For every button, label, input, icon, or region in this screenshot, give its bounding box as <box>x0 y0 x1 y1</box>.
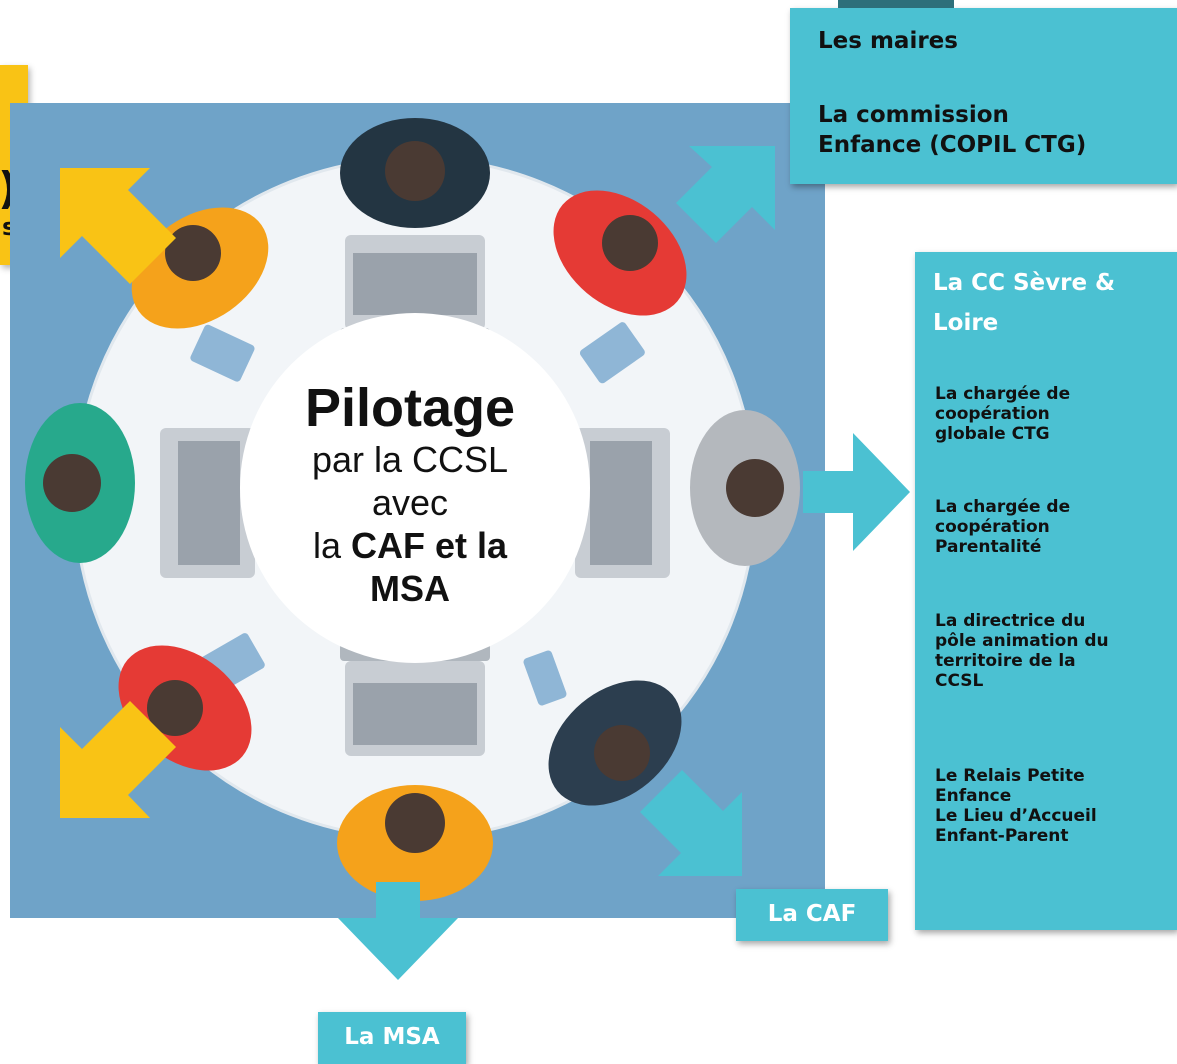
person-bottom <box>337 785 493 901</box>
msa-box: La MSA <box>318 1012 466 1064</box>
center-text: Pilotage par la CCSL avec la CAF et la M… <box>240 378 580 610</box>
right-item-4: Le Relais Petite Enfance Le Lieu d’Accue… <box>935 766 1097 846</box>
center-line-2: avec <box>371 482 449 523</box>
arrow-teal-bottom <box>338 882 458 980</box>
laptop-left <box>160 428 255 578</box>
right-panel: La CC Sèvre & Loire La chargée de coopér… <box>915 252 1177 930</box>
right-panel-title-2: Loire <box>933 310 999 336</box>
center-circle <box>240 313 590 663</box>
top-box-line-3: Enfance (COPIL CTG) <box>818 132 1087 158</box>
pilotage-title: Pilotage <box>304 378 516 438</box>
top-box-tab <box>838 0 954 8</box>
person-left <box>25 403 135 563</box>
person-top-right <box>553 190 687 316</box>
tablet-top-left <box>190 324 255 382</box>
person-right <box>690 410 800 566</box>
right-item-2: La chargée de coopération Parentalité <box>935 497 1071 557</box>
right-item-3: La directrice du pôle animation du terri… <box>935 611 1109 691</box>
arrow-teal-bottom-right <box>640 770 742 876</box>
top-right-box: Les maires La commission Enfance (COPIL … <box>790 8 1177 184</box>
msa-label: La MSA <box>344 1024 440 1050</box>
right-item-1: La chargée de coopération globale CTG <box>935 384 1071 444</box>
person-top <box>340 118 490 228</box>
person-bottom-right <box>548 680 682 806</box>
top-box-line-1: Les maires <box>818 28 958 54</box>
caf-box: La CAF <box>736 889 888 941</box>
caf-label: La CAF <box>767 901 857 927</box>
arrow-yellow-bottom-left <box>60 701 176 818</box>
center-line-3: la CAF et la <box>312 525 508 566</box>
center-line-4: MSA <box>370 568 450 609</box>
top-box-line-2: La commission <box>818 102 1009 128</box>
right-panel-title-1: La CC Sèvre & <box>933 270 1116 296</box>
tablet-bottom-right <box>523 650 567 706</box>
tablet-top-right <box>579 322 645 384</box>
arrow-teal-top-right <box>676 146 775 243</box>
arrow-yellow-top-left <box>60 168 176 284</box>
laptop-right <box>575 428 670 578</box>
center-line-1: par la CCSL <box>311 439 509 480</box>
arrow-teal-right <box>803 433 910 551</box>
